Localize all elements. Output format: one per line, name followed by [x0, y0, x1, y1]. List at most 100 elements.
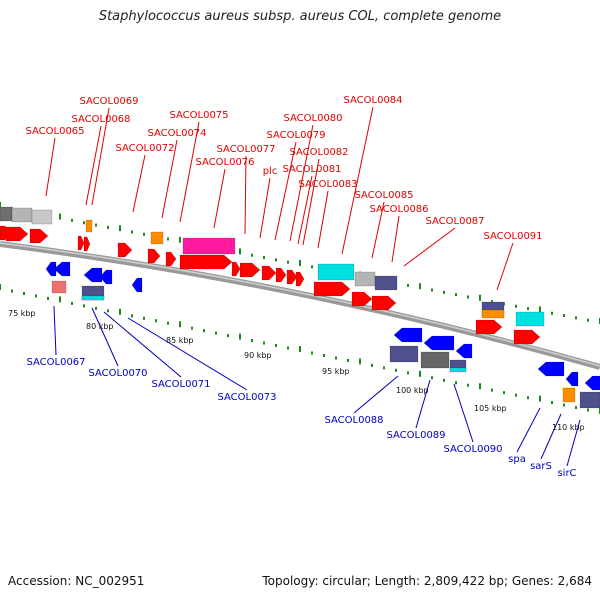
scale-label: 75 kbp	[8, 309, 36, 318]
forward-gene	[239, 262, 261, 278]
scale-label: 80 kbp	[86, 322, 114, 331]
tick-mark-outer	[239, 248, 241, 255]
backbone-arc	[0, 241, 600, 370]
rna-feature	[562, 387, 576, 403]
feature-box	[81, 295, 105, 301]
tick-mark-outer	[491, 300, 493, 304]
callout-line	[259, 177, 271, 239]
reverse-gene	[584, 375, 600, 391]
feature-box	[51, 280, 67, 294]
tick-mark-outer	[563, 314, 565, 318]
tick-mark-outer	[287, 260, 289, 264]
forward-gene	[29, 228, 49, 244]
tick-mark-inner	[443, 378, 445, 382]
tick-mark-outer	[467, 295, 469, 299]
tick-mark-inner	[575, 406, 577, 410]
scale-label: 110 kbp	[552, 423, 585, 432]
forward-gene-label: SACOL0085	[354, 190, 413, 201]
callout-line	[496, 242, 514, 291]
forward-gene-label: SACOL0082	[289, 147, 348, 158]
tick-mark-inner	[467, 383, 469, 387]
tick-mark-outer	[131, 230, 133, 234]
callout-line	[297, 175, 313, 245]
tick-mark-inner	[395, 368, 397, 372]
forward-gene	[475, 319, 503, 335]
tick-mark-inner	[59, 296, 61, 303]
tick-mark-inner	[563, 403, 565, 407]
tick-mark-outer	[119, 225, 121, 232]
reverse-gene	[131, 277, 143, 293]
scale-label: 95 kbp	[322, 367, 350, 376]
tick-mark-outer	[95, 223, 97, 227]
feature-box	[420, 351, 450, 369]
forward-gene	[371, 295, 397, 311]
forward-gene-label: SACOL0086	[369, 204, 428, 215]
reverse-gene-label: SACOL0073	[217, 392, 276, 403]
callout-line	[91, 107, 110, 206]
tick-mark-inner	[515, 393, 517, 397]
forward-gene-label: SACOL0068	[71, 114, 130, 125]
forward-gene	[286, 269, 298, 285]
tick-mark-inner	[479, 383, 481, 390]
tick-mark-outer	[575, 316, 577, 320]
callout-line	[244, 155, 247, 235]
forward-gene-label: SACOL0075	[169, 110, 228, 121]
tick-mark-inner	[179, 321, 181, 328]
forward-gene	[295, 271, 305, 287]
tick-mark-inner	[0, 284, 1, 290]
reverse-gene	[455, 343, 473, 359]
forward-gene-label: SACOL0074	[147, 128, 206, 139]
forward-gene	[275, 267, 287, 283]
forward-gene-label: plc	[263, 166, 278, 177]
tick-mark-outer	[263, 256, 265, 260]
feature-box	[389, 345, 419, 363]
tick-mark-outer	[431, 288, 433, 292]
callout-line	[179, 121, 200, 223]
callout-line	[289, 124, 314, 242]
forward-gene	[313, 281, 351, 297]
reverse-gene-label: sarS	[530, 461, 552, 472]
forward-gene	[351, 291, 373, 307]
forward-gene	[5, 226, 29, 242]
tick-mark-inner	[155, 319, 157, 323]
tick-mark-inner	[263, 341, 265, 345]
tick-mark-outer	[167, 237, 169, 241]
callout-line	[91, 307, 119, 367]
forward-gene-label: SACOL0091	[483, 231, 542, 242]
reverse-gene	[565, 371, 579, 387]
reverse-gene	[53, 261, 71, 277]
feature-box	[449, 367, 467, 373]
tick-mark-inner	[215, 331, 217, 335]
tick-mark-inner	[71, 301, 73, 305]
forward-gene-label: SACOL0065	[25, 126, 84, 137]
feature-layer	[0, 206, 600, 409]
tick-mark-inner	[191, 326, 193, 330]
tick-mark-outer	[419, 283, 421, 290]
callout-line	[415, 379, 431, 429]
forward-gene	[83, 236, 91, 252]
feature-box	[515, 311, 545, 327]
forward-gene-label: SACOL0072	[115, 143, 174, 154]
tick-mark-inner	[107, 309, 109, 313]
reverse-gene	[45, 261, 57, 277]
tick-mark-inner	[431, 376, 433, 380]
tick-mark-inner	[143, 316, 145, 320]
callout-line	[103, 311, 182, 378]
callout-line	[540, 413, 562, 460]
callout-line	[85, 125, 102, 206]
accession-text: Accession: NC_002951	[8, 574, 145, 588]
tick-mark-inner	[335, 356, 337, 360]
callout-line	[341, 106, 374, 255]
forward-gene	[231, 261, 241, 277]
forward-gene-label: SACOL0076	[195, 157, 254, 168]
callout-line	[213, 168, 226, 229]
rna-feature	[85, 219, 93, 233]
reverse-gene-label: SACOL0071	[151, 379, 210, 390]
reverse-gene-label: SACOL0067	[26, 357, 85, 368]
callout-line	[317, 190, 329, 249]
callout-line	[391, 215, 400, 263]
tick-mark-inner	[299, 346, 301, 352]
callout-line	[302, 158, 320, 246]
tick-mark-inner	[455, 381, 457, 385]
